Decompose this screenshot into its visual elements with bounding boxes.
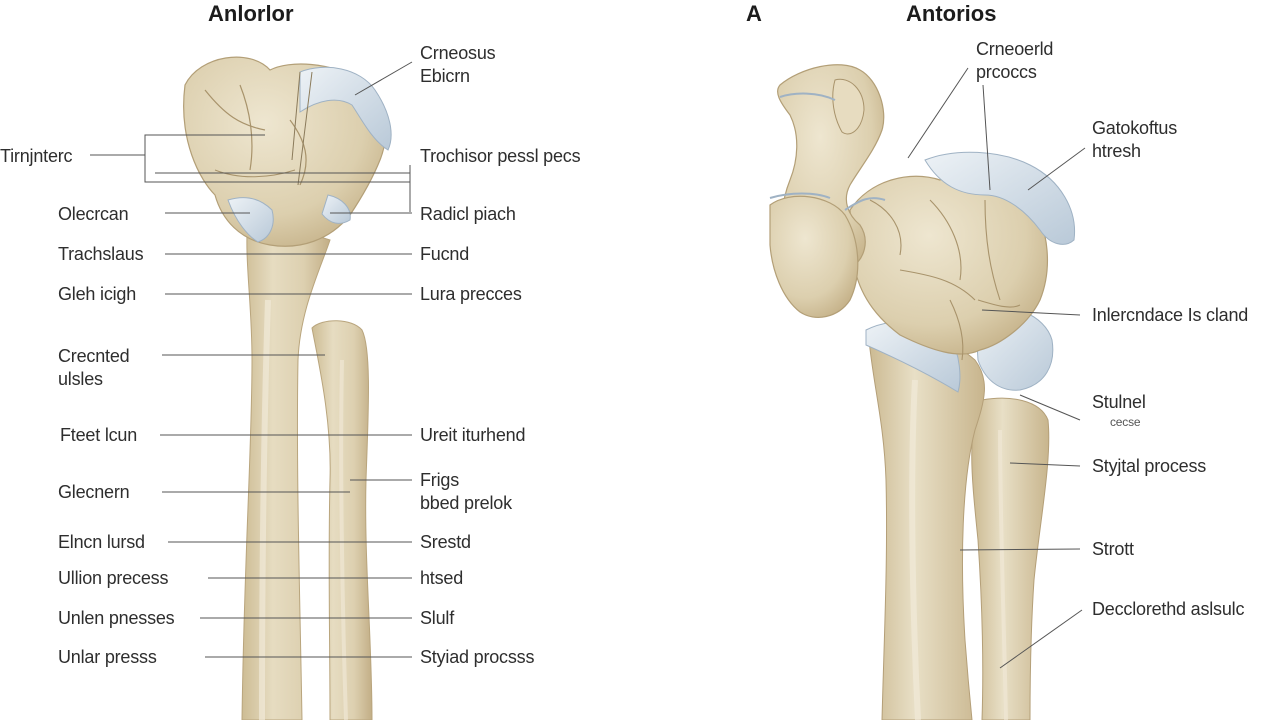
label-decclorethd: Decclorethd aslsulc — [1092, 599, 1245, 619]
label-radicl-piach: Radicl piach — [420, 204, 516, 224]
label-ureit-iturhend: Ureit iturhend — [420, 425, 526, 445]
label-styiad-procsss: Styiad procsss — [420, 647, 535, 667]
left-cartilage-mid — [227, 197, 274, 243]
label-crecnted-line2: ulsles — [58, 369, 103, 389]
right-figure — [769, 64, 1086, 720]
label-elncn-lursd: Elncn lursd — [58, 532, 145, 552]
label-slulf: Slulf — [420, 608, 455, 628]
label-ullion-precess: Ullion precess — [58, 568, 169, 588]
label-unlen-pnesses: Unlen pnesses — [58, 608, 175, 628]
label-gatokoftus-line1: Gatokoftus — [1092, 118, 1178, 138]
label-strott: Strott — [1092, 539, 1134, 559]
label-tirnjnterc: Tirnjnterc — [0, 146, 73, 166]
label-trochisor: Trochisor pessl pecs — [420, 146, 581, 166]
right-leader-lines — [907, 67, 1086, 669]
label-crneoerld: Crneoerld prcoccs — [976, 38, 1053, 84]
label-crneosus: Crneosus Ebicrn — [420, 42, 496, 88]
right-carpal-cluster — [849, 171, 1048, 355]
left-figure-title: Anlorlor — [208, 1, 294, 26]
label-gleh-icigh: Gleh icigh — [58, 284, 137, 304]
label-styjtal-process: Styjtal process — [1092, 456, 1207, 476]
left-cartilage-top — [299, 66, 392, 151]
label-crecnted-line1: Crecnted — [58, 346, 130, 366]
label-crneoerld-line2: prcoccs — [976, 62, 1037, 82]
label-frigs-line1: Frigs — [420, 470, 459, 490]
left-cartilage-right — [321, 194, 351, 224]
label-fucnd: Fucnd — [420, 244, 470, 264]
right-ulna-shaft — [971, 397, 1050, 720]
label-crneoerld-line1: Crneoerld — [976, 39, 1054, 59]
label-frigs: Frigs bbed prelok — [420, 469, 512, 515]
label-frigs-line2: bbed prelok — [420, 493, 512, 513]
label-olecrcan: Olecrcan — [58, 204, 129, 224]
right-figure-letter: A — [746, 1, 762, 26]
label-htsed: htsed — [420, 568, 464, 588]
label-glecnern: Glecnern — [58, 482, 130, 502]
label-stulnel-sub: cecse — [1110, 415, 1141, 429]
right-radius-shaft — [867, 325, 985, 720]
label-gatokoftus-line2: htresh — [1092, 141, 1141, 161]
right-figure-title: Antorios — [906, 1, 997, 26]
label-stulnel: Stulnel — [1092, 392, 1146, 412]
label-crneosus-line1: Crneosus — [420, 43, 496, 63]
left-figure — [90, 56, 413, 720]
right-proximal-bone — [769, 195, 859, 318]
left-leader-lines — [90, 61, 413, 658]
left-radius-shaft — [241, 214, 331, 720]
label-crecnted: Crecnted ulsles — [58, 345, 130, 391]
label-unlar-presss: Unlar presss — [58, 647, 157, 667]
label-gatokoftus: Gatokoftus htresh — [1092, 117, 1177, 163]
label-srestd: Srestd — [420, 532, 471, 552]
label-lura-precces: Lura precces — [420, 284, 522, 304]
label-trachslaus: Trachslaus — [58, 244, 144, 264]
label-crneosus-line2: Ebicrn — [420, 66, 470, 86]
label-inlercndace: Inlercndace Is cland — [1092, 305, 1249, 325]
label-fteet-lcun: Fteet lcun — [60, 425, 138, 445]
right-cartilage-top — [924, 151, 1076, 245]
